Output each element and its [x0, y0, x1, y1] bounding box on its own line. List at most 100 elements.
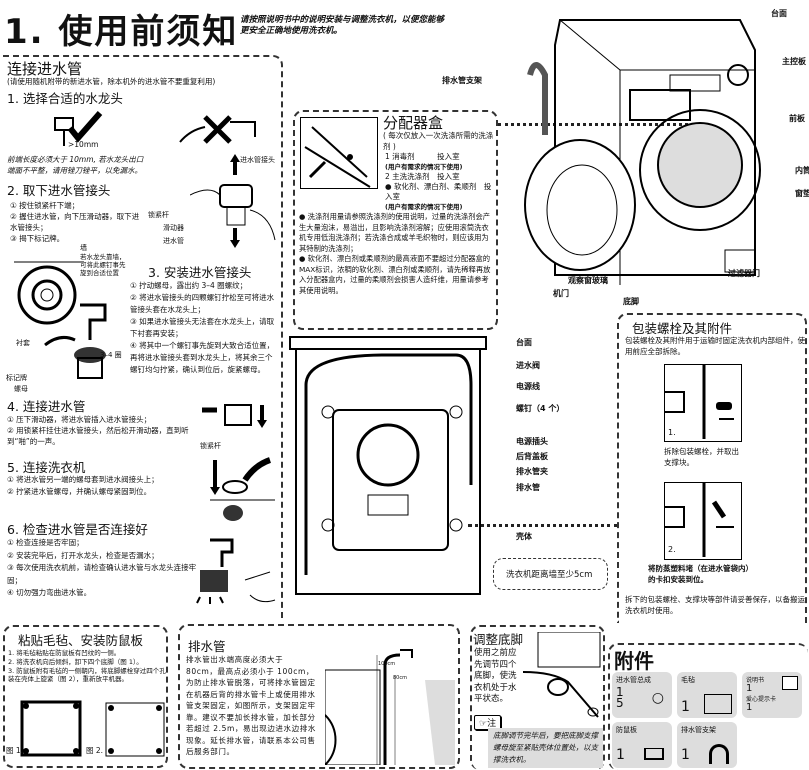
accessories-title: 附件 — [614, 649, 654, 673]
felt-steps: 1. 将毛毡粘贴在防鼠板有凹纹的一侧。 2. 将洗衣机向后倾斜，卸下四个底脚（图… — [8, 649, 166, 684]
step6-item: ④ 切勿强力弯曲进水管。 — [7, 588, 92, 597]
step6-item: ② 安装完毕后，打开水龙头，检查是否漏水； — [7, 550, 159, 560]
compartment-mark: 1 — [385, 152, 390, 161]
back-label-cord: 电源线 — [516, 382, 540, 391]
washer-back-illustration — [289, 336, 487, 595]
back-label-valve: 进水阀 — [516, 361, 540, 370]
packing-footer: 拆下的包装螺栓、支撑块等部件请妥善保存，以备搬运洗衣机时使用。 — [625, 595, 805, 615]
step4-item: ② 用锁紧杆挂住进水管接头，然后松开滑动器，直到听到“啪”的一声。 — [7, 426, 189, 446]
front-label-glass: 观察窗玻璃 — [568, 276, 608, 285]
wall-label: 墙 — [80, 244, 87, 252]
accessory-qty: 5 — [616, 696, 624, 710]
tip-line2: 端面不平整，请用锉刀锉平，以免漏水。 — [7, 166, 142, 175]
packing-fig1-number: 1. — [668, 428, 676, 437]
packing-fig2 — [664, 482, 742, 560]
tip-line1: 前端长度必须大于 10mm, 若水龙头出口 — [7, 155, 144, 164]
compartment-note: (用户有需求的情况下使用) — [385, 163, 463, 171]
feet-note: 底脚调节完毕后，要把底脚支撑螺母旋至紧贴壳体位置处，以支撑洗衣机。 — [488, 728, 603, 768]
step5-steps: ① 将进水管另一端的螺母套到进水阀接头上； ② 拧紧进水管螺母，并确认螺母紧固到… — [7, 474, 187, 498]
connector-hand-illustration — [190, 154, 276, 248]
accessory-name: 说明书 — [746, 677, 765, 684]
packing-fig2-number: 2. — [668, 545, 676, 554]
felt-step: 1. 将毛毡粘贴在防鼠板有凹纹的一侧。 — [8, 649, 121, 657]
drain-height-80: 80cm — [393, 675, 407, 681]
note-icon: ☞ — [479, 719, 488, 729]
drain-height-100: 100cm — [378, 661, 396, 667]
nut-label: 螺母 — [14, 385, 28, 393]
step6-heading: 6. 检查进水管是否连接好 — [7, 522, 148, 537]
faucet-bad-icon — [179, 115, 256, 144]
back-label-drain: 排水管 — [516, 483, 540, 492]
step3-item: ① 拧动螺母，露出约 3–4 圈螺纹； — [130, 281, 248, 290]
felt-fig2-label: 图 2. — [86, 746, 104, 755]
manual-icon — [782, 676, 798, 690]
packing-caption2: 将防蒸塑料堵（在进水管袋内）的卡扣安装到位。 — [648, 564, 753, 584]
dispenser-drawer-illustration — [300, 117, 378, 189]
subtitle-line1: 请按照说明书中的说明安装与调整洗衣机，以便您能够 — [240, 15, 445, 25]
compartment-name: 软化剂、漂白剂、柔顺剂 投入室 — [385, 182, 492, 201]
faucet-ok-icon — [54, 111, 103, 146]
dispenser-subtitle: ( 每次仅放入一次洗涤所需的洗涤剂 ) — [383, 131, 494, 151]
inlet-title: 连接进水管 — [7, 60, 83, 78]
inlet-section — [3, 55, 283, 620]
front-label-gasket: 窗垫 — [795, 189, 809, 198]
drain-height-illustration — [325, 649, 455, 765]
compartment-note: (用户有需求的情况下使用) — [385, 203, 463, 211]
accessory-qty: 1 — [616, 685, 624, 699]
packing-intro: 包装螺栓及其附件用于运输时固定洗衣机内部组件，使用前应全部拆除。 — [625, 336, 805, 356]
packing-caption1: 拆除包装螺栓，并取出支撑块。 — [664, 447, 739, 467]
step3-item: ④ 将其中一个螺钉事先旋到大致合适位置，再将进水管接头套到水龙头上，将其余三个螺… — [130, 341, 275, 374]
note-label: 注 — [487, 719, 497, 729]
step4-item: ① 压下滑动器，将进水管插入进水管接头； — [7, 415, 152, 424]
label-slider: 滑动器 — [163, 224, 184, 232]
cabinet-connector — [468, 524, 618, 527]
back-label-cover: 后背盖板 — [516, 452, 548, 461]
dispenser-connector — [498, 123, 688, 126]
compartment-mark: ● — [385, 182, 392, 191]
step5-item: ② 拧紧进水管螺母，并确认螺母紧固到位。 — [7, 487, 152, 496]
felt-fig2-illustration — [105, 702, 165, 757]
hose-connect-illustration — [210, 457, 275, 521]
packing-section — [617, 313, 807, 623]
step4-heading: 4. 连接进水管 — [7, 399, 86, 414]
step3-item: ③ 如果进水管接头无法套在水龙头上，请取下衬套再安装； — [130, 317, 275, 338]
foot-adjust-illustration — [522, 632, 601, 718]
bush-label: 衬套 — [16, 339, 30, 347]
measure-label: >10mm — [68, 140, 99, 149]
feet-section — [470, 625, 605, 770]
subtitle-line2: 更安全正确地使用洗衣机。 — [240, 26, 343, 36]
drain-section — [178, 624, 460, 769]
accessory-qty: 1 — [746, 683, 753, 694]
front-label-front: 前板 — [789, 114, 805, 123]
accessory-name: 防鼠板 — [616, 726, 637, 734]
step6-steps: ① 检查连接是否牢固； ② 安装完毕后，打开水龙头，检查是否漏水； ③ 每次使用… — [7, 537, 197, 600]
compartment-3: ● 软化剂、漂白剂、柔顺剂 投入室 — [385, 182, 497, 202]
note-badge: ☞注 — [474, 715, 502, 730]
front-label-door: 机门 — [553, 289, 569, 298]
accessory-qty: 1 — [681, 747, 690, 763]
step2-item: ② 握住进水管，向下压滑动器，取下进水管接头； — [10, 212, 140, 232]
back-label-top: 台面 — [516, 338, 532, 347]
wall-distance-box — [493, 558, 608, 590]
drain-title: 排水管 — [188, 639, 226, 654]
feet-title: 调整底脚 — [473, 632, 524, 647]
bracket-icon — [709, 744, 729, 764]
lock-illustration — [202, 404, 267, 428]
compartment-2: 2 主洗洗涤剂 投入室 — [385, 172, 497, 182]
felt-section — [3, 625, 168, 768]
felt-title: 粘贴毛毡、安装防鼠板 — [18, 633, 144, 648]
feet-text: 使用之前应先调节四个底脚，使洗衣机处于水平状态。 — [474, 648, 517, 704]
step3-item: ② 将进水管接头的四颗螺钉拧松至可将进水管接头套在水龙头上； — [130, 293, 275, 314]
compartment-name: 消毒剂 投入室 — [392, 152, 460, 161]
felt-fig1-illustration — [20, 700, 82, 757]
packing-title: 包装螺栓及其附件 — [632, 321, 733, 336]
step4-steps: ① 压下滑动器，将进水管插入进水管接头； ② 用锁紧杆挂住进水管接头，然后松开滑… — [7, 414, 192, 447]
step3-steps: ① 拧动螺母，露出约 3–4 圈螺纹； ② 将进水管接头的四颗螺钉拧松至可将进水… — [130, 280, 278, 376]
dispenser-compartments: 1 消毒剂 投入室 (用户有需求的情况下使用) 2 主洗洗涤剂 投入室 ● 软化… — [385, 152, 497, 212]
back-label-cabinet: 壳体 — [516, 532, 532, 541]
felt-icon — [704, 694, 732, 714]
